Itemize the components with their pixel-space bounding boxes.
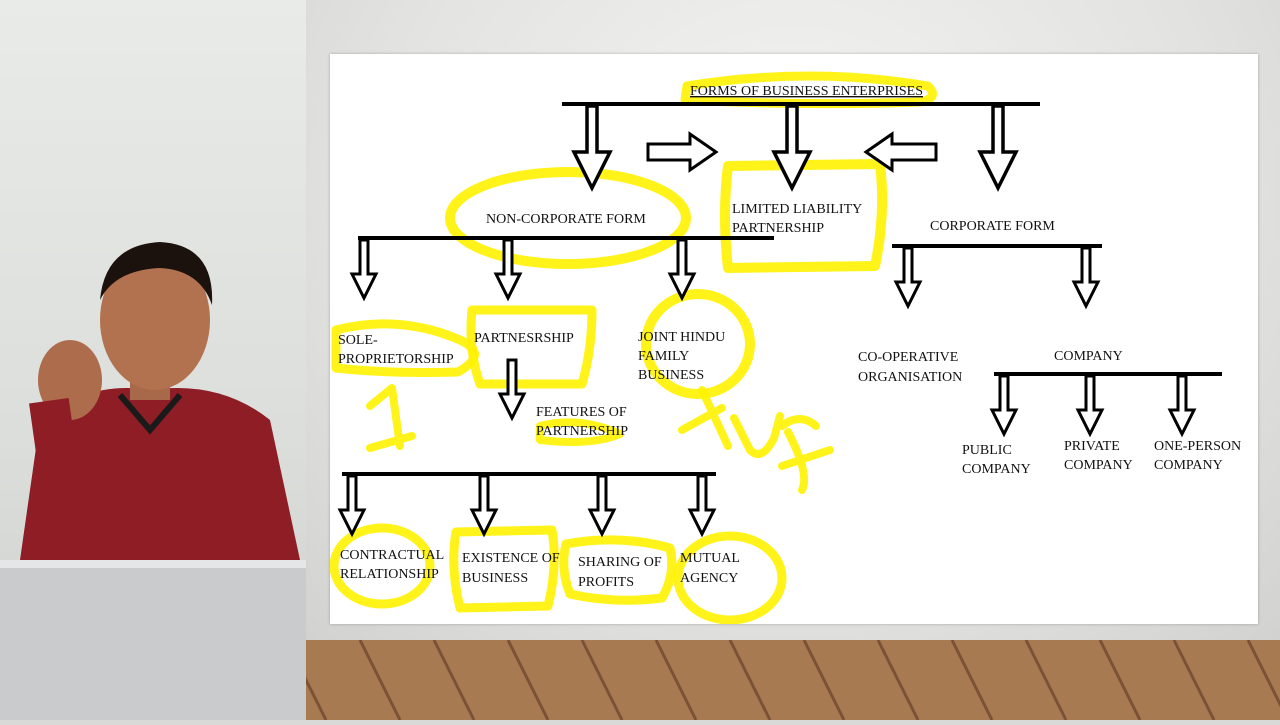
right-arrow-to-llp (646, 131, 719, 173)
company-label: COMPANY (1054, 349, 1123, 364)
diagram-title: FORMS OF BUSINESS ENTERPRISES (690, 84, 923, 99)
jhf-label-line3: BUSINESS (638, 368, 704, 383)
existence-label-line2: BUSINESS (462, 571, 528, 586)
floor-plank-seam (358, 639, 402, 721)
features-highlight (536, 418, 624, 446)
sharing-label-line2: PROFITS (578, 575, 634, 590)
coop-label-line2: ORGANISATION (858, 370, 962, 385)
coop-label-line1: CO-OPERATIVE (858, 350, 958, 365)
floor-planks (284, 639, 1280, 721)
arrow-to-contractual (338, 474, 366, 536)
jhf-label-line2: FAMILY (638, 349, 689, 364)
wooden-floor (284, 639, 1280, 721)
contractual-label-line2: RELATIONSHIP (340, 567, 439, 582)
private-label-line2: COMPANY (1064, 458, 1133, 473)
floor-plank-seam (950, 639, 994, 721)
jhf-circle (641, 289, 755, 399)
floor-plank-seam (1246, 639, 1280, 708)
floor-plank-seam (506, 639, 550, 721)
arrow-to-private (1076, 374, 1104, 436)
floor-plank-seam (802, 639, 846, 721)
arrow-to-partnership (494, 238, 522, 300)
business-forms-diagram: FORMS OF BUSINESS ENTERPRISES NON-CORPOR… (330, 71, 1241, 624)
features-heading-line1: FEATURES OF (536, 405, 627, 420)
one-person-label-line2: COMPANY (1154, 458, 1223, 473)
sharing-box (559, 535, 677, 605)
non-corporate-circle (445, 167, 691, 269)
arrow-to-llp (772, 104, 812, 190)
non-corporate-label: NON-CORPORATE FORM (486, 212, 646, 227)
handwritten-one (366, 384, 416, 452)
yellow-highlights (330, 71, 937, 624)
presenter-hair (100, 242, 213, 305)
floor-plank-seam (1172, 639, 1216, 721)
partnership-label: PARTNESRSHIP (474, 331, 574, 346)
floor-plank-seam (580, 639, 624, 721)
mutual-circle (673, 531, 787, 624)
partnership-box (466, 305, 597, 389)
floor-plank-seam (1098, 639, 1142, 721)
sole-label-line2: PROPRIETORSHIP (338, 352, 454, 367)
presenter-collar (117, 393, 183, 435)
arrow-to-coop (894, 246, 922, 308)
mutual-label-line2: AGENCY (680, 571, 738, 586)
llp-label-line2: PARTNERSHIP (732, 221, 824, 236)
mutual-label-line1: MUTUAL (680, 551, 740, 566)
sole-label-line1: SOLE- (338, 333, 378, 348)
arrow-to-jhf (668, 238, 696, 300)
floor-plank-seam (1024, 639, 1068, 721)
arrow-to-sharing (588, 474, 616, 536)
features-heading-line2: PARTNERSHIP (536, 424, 628, 439)
private-label-line1: PRIVATE (1064, 439, 1120, 454)
existence-label-line1: EXISTENCE OF (462, 551, 560, 566)
arrow-to-one-person (1168, 374, 1196, 436)
presenter-hand (38, 340, 102, 420)
arrow-to-existence (470, 474, 498, 536)
llp-box (720, 159, 888, 273)
webcam-panel (0, 0, 306, 720)
sharing-label-line1: SHARING OF (578, 555, 662, 570)
presenter-arm (29, 397, 91, 563)
slide: FORMS OF BUSINESS ENTERPRISES NON-CORPOR… (330, 54, 1258, 624)
llp-label-line1: LIMITED LIABILITY (732, 202, 862, 217)
jhf-label-line1: JOINT HINDU (638, 330, 725, 345)
left-arrow-to-llp (863, 131, 938, 173)
floor-plank-seam (654, 639, 698, 721)
arrow-to-company (1072, 246, 1100, 308)
one-person-label-line1: ONE-PERSON (1154, 439, 1241, 454)
arrow-to-features (498, 358, 526, 420)
arrow-to-mutual (688, 474, 716, 536)
arrow-to-sole (350, 238, 378, 300)
presenter-head (100, 250, 210, 390)
contractual-circle (330, 523, 435, 609)
arrow-to-public (990, 374, 1018, 436)
existence-box (449, 525, 559, 613)
presenter-shirt (20, 388, 300, 560)
laptop-edge (0, 560, 306, 568)
floor-plank-seam (876, 639, 920, 721)
presenter-laptop (0, 560, 306, 720)
public-label-line1: PUBLIC (962, 443, 1012, 458)
floor-plank-seam (432, 639, 476, 721)
arrow-to-corporate (978, 104, 1018, 190)
floor-plank-seam (728, 639, 772, 721)
presenter-image (0, 242, 306, 720)
corporate-label: CORPORATE FORM (930, 219, 1055, 234)
contractual-label-line1: CONTRACTUAL (340, 548, 444, 563)
handwritten-huf (678, 386, 834, 494)
public-label-line2: COMPANY (962, 462, 1031, 477)
